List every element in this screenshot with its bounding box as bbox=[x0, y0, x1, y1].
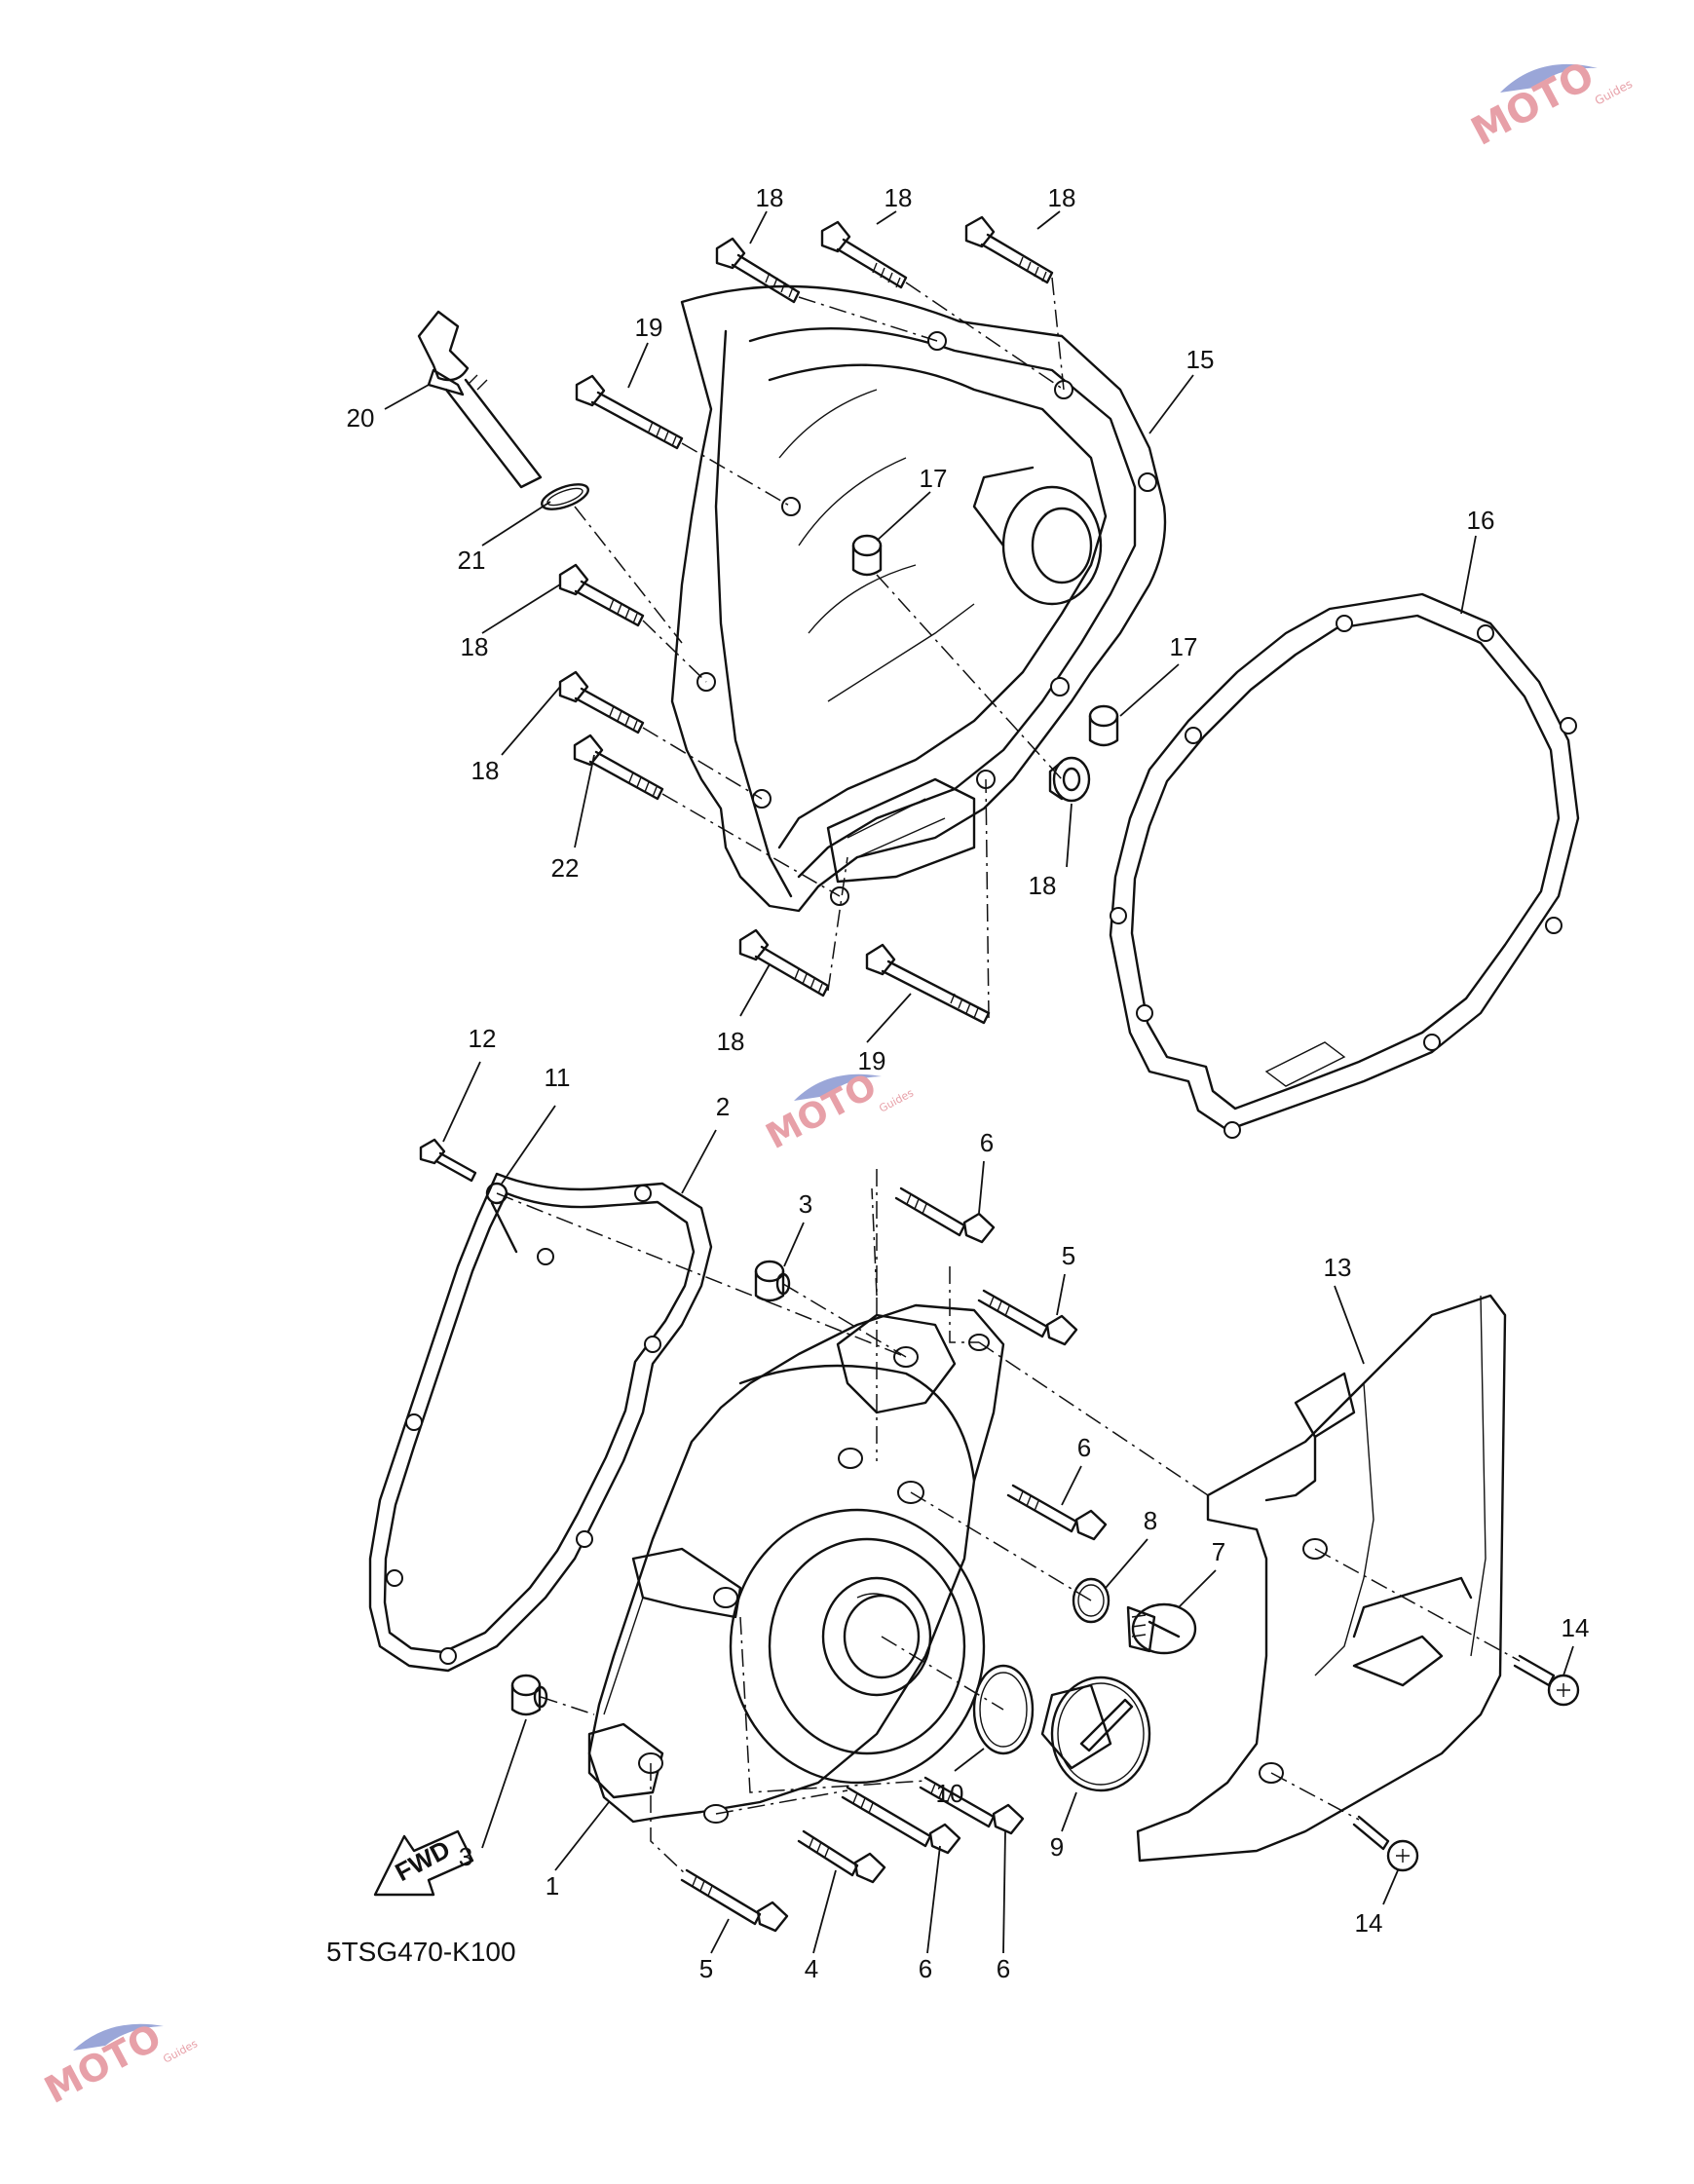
callout-18: 22 bbox=[551, 853, 580, 883]
callout-18: 18 bbox=[717, 1027, 745, 1056]
callout-18: 18 bbox=[756, 183, 784, 212]
callout-19: 19 bbox=[635, 313, 663, 342]
dowel-pin-17-upper bbox=[851, 534, 883, 577]
callout-19: 19 bbox=[858, 1046, 886, 1075]
bolt-6-upper bbox=[894, 1186, 996, 1244]
callout-17: 17 bbox=[920, 464, 948, 493]
watermark-text: MOTO bbox=[1464, 54, 1601, 155]
callout-15: 15 bbox=[1186, 345, 1215, 374]
watermark-subtext: Guides bbox=[1593, 77, 1635, 108]
callout-9: 9 bbox=[1050, 1832, 1064, 1862]
bolt-18-top-a bbox=[715, 237, 801, 304]
callout-1: 1 bbox=[546, 1871, 559, 1901]
watermark-subtext: Guides bbox=[161, 2037, 200, 2065]
callout-12: 12 bbox=[469, 1024, 497, 1053]
watermark-center: MOTO Guides bbox=[760, 1067, 916, 1157]
callout-16: 16 bbox=[1467, 506, 1495, 535]
o-ring-21 bbox=[541, 483, 589, 510]
alignment-lines-upper bbox=[574, 277, 1065, 1019]
oil-level-dipstick-20 bbox=[417, 310, 543, 489]
plug-9 bbox=[1040, 1676, 1151, 1792]
callout-labels: 18 18 18 19 20 15 17 21 16 18 17 18 18 2… bbox=[347, 183, 1590, 1983]
callout-8: 8 bbox=[1144, 1506, 1157, 1535]
callout-6: 6 bbox=[980, 1128, 994, 1157]
callout-21: 21 bbox=[458, 546, 486, 575]
watermark-subtext: Guides bbox=[877, 1086, 916, 1114]
alignment-lines-lower bbox=[496, 1169, 1521, 1876]
callout-17: 17 bbox=[1170, 632, 1198, 661]
callout-2: 2 bbox=[716, 1092, 730, 1121]
dowel-pin-3-upper bbox=[754, 1260, 791, 1302]
callout-14: 14 bbox=[1562, 1613, 1590, 1642]
diagram-code: 5TSG470-K100 bbox=[326, 1937, 516, 1967]
bolt-14-lower bbox=[1352, 1815, 1419, 1872]
callout-13: 13 bbox=[1324, 1253, 1352, 1282]
callout-5: 5 bbox=[699, 1954, 713, 1983]
plug-7 bbox=[1126, 1602, 1197, 1655]
callout-20: 20 bbox=[347, 403, 375, 433]
crankcase-cover-1 bbox=[587, 1303, 1005, 1824]
o-ring-8 bbox=[1072, 1577, 1111, 1624]
callout-3: 3 bbox=[459, 1842, 472, 1871]
gasket-2 bbox=[368, 1172, 713, 1673]
callout-18: 18 bbox=[1048, 183, 1076, 212]
callout-10: 10 bbox=[936, 1779, 964, 1808]
callout-5: 5 bbox=[1062, 1241, 1075, 1270]
bolt-18-bottom bbox=[738, 928, 830, 998]
watermark-text: MOTO bbox=[38, 2015, 169, 2112]
bolt-18-top-c bbox=[964, 215, 1054, 284]
bolt-6-lower-a bbox=[841, 1786, 961, 1855]
bolt-19-upper bbox=[575, 374, 684, 450]
callout-22: 18 bbox=[1029, 871, 1057, 900]
gasket-16 bbox=[1109, 592, 1580, 1139]
bolt-19-lower bbox=[865, 943, 991, 1025]
bolt-18-left-c bbox=[573, 734, 664, 801]
screw-12 bbox=[419, 1138, 477, 1183]
crankcase-cover-15 bbox=[670, 284, 1167, 913]
clip-11 bbox=[485, 1182, 518, 1254]
callout-6: 6 bbox=[919, 1954, 932, 1983]
callout-7: 7 bbox=[1212, 1537, 1225, 1566]
callout-6: 6 bbox=[997, 1954, 1010, 1983]
callout-leaders bbox=[384, 210, 1574, 1954]
callout-11: 11 bbox=[545, 1063, 571, 1092]
callout-3: 3 bbox=[799, 1189, 812, 1219]
bolt-6-lower-b bbox=[919, 1776, 1025, 1835]
bolt-18-left-a bbox=[558, 563, 645, 627]
watermark-top-right: MOTO Guides bbox=[1464, 54, 1635, 155]
o-ring-10 bbox=[972, 1664, 1035, 1755]
bolt-14-upper bbox=[1513, 1654, 1580, 1707]
callout-6: 6 bbox=[1077, 1433, 1091, 1462]
bolt-18-left-b bbox=[558, 670, 645, 734]
bolt-4 bbox=[797, 1829, 886, 1884]
callout-18: 18 bbox=[461, 632, 489, 661]
sprocket-cover-13 bbox=[1136, 1294, 1507, 1863]
bolt-6-middle bbox=[1006, 1484, 1108, 1541]
dowel-pin-3-lower bbox=[510, 1674, 548, 1716]
callout-14: 14 bbox=[1355, 1908, 1383, 1938]
dowel-pin-17-lower bbox=[1088, 704, 1119, 747]
bolt-18-top-b bbox=[820, 220, 908, 289]
fwd-label: FWD bbox=[391, 1834, 455, 1887]
callout-18: 18 bbox=[471, 756, 500, 785]
watermark-text: MOTO bbox=[760, 1067, 884, 1157]
watermark-bottom-left: MOTO Guides bbox=[38, 2015, 201, 2112]
bolt-5-upper bbox=[977, 1289, 1078, 1346]
callout-4: 4 bbox=[805, 1954, 818, 1983]
oil-seal-22 bbox=[1048, 756, 1091, 803]
callout-18: 18 bbox=[885, 183, 913, 212]
bolt-5-lower bbox=[680, 1868, 789, 1933]
